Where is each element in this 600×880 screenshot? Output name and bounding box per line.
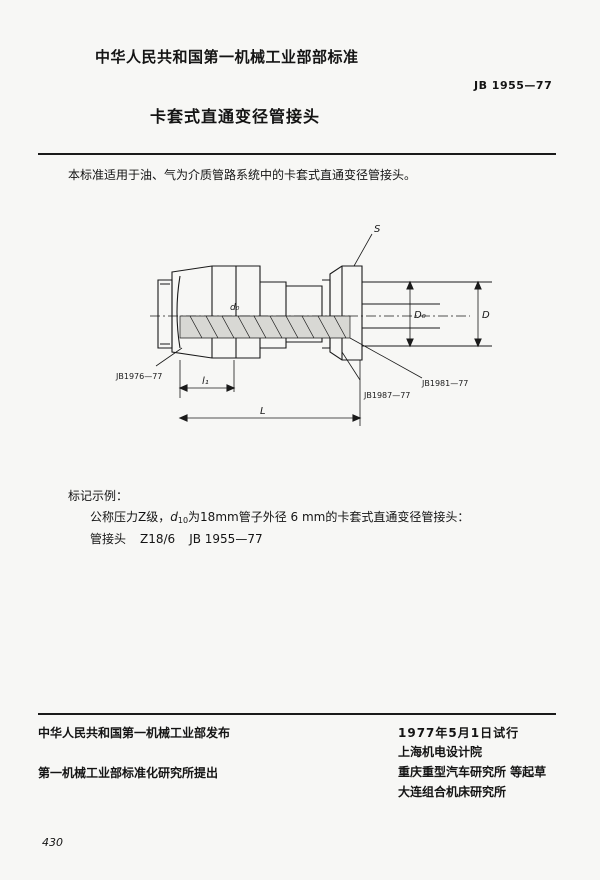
header-rule: [38, 153, 556, 155]
label-D: D: [482, 310, 490, 321]
proposer: 第一机械工业部标准化研究所提出: [38, 766, 219, 780]
drafter-1: 上海机电设计院: [398, 745, 483, 759]
example-marking: 管接头 Z18/6 JB 1955—77: [90, 530, 263, 547]
drafting-organizations: 上海机电设计院 重庆重型汽车研究所 等起草 大连组合机床研究所: [398, 742, 546, 802]
example-code-std: JB 1955—77: [189, 532, 263, 546]
document-title: 卡套式直通变径管接头: [150, 107, 321, 126]
fitting-drawing: S d₀ D₀ D l₁ L JB1976—77 JB1987—77 JB198…: [110, 220, 500, 435]
publisher: 中华人民共和国第一机械工业部发布: [38, 726, 231, 740]
standard-number: JB 1955—77: [474, 79, 553, 92]
example-prefix: 公称压力Z级，: [90, 510, 171, 524]
ref-right: JB1981—77: [421, 379, 468, 388]
example-description: 公称压力Z级，d10为18mm管子外径 6 mm的卡套式直通变径管接头：: [90, 508, 469, 525]
label-D0: D₀: [414, 310, 426, 321]
drafter-3: 大连组合机床研究所: [398, 785, 507, 799]
fitting-drawing-svg: S d₀ D₀ D l₁ L JB1976—77 JB1987—77 JB198…: [115, 224, 492, 426]
example-code-value: Z18/6: [140, 532, 176, 546]
intro-paragraph: 本标准适用于油、气为介质管路系统中的卡套式直通变径管接头。: [68, 168, 417, 182]
example-suffix: 为18mm管子外径 6 mm的卡套式直通变径管接头：: [188, 510, 470, 524]
footer-rule: [38, 713, 556, 715]
label-d0: d₀: [230, 303, 240, 313]
example-label: 标记示例：: [68, 489, 129, 503]
example-sub: 10: [177, 516, 189, 525]
drafter-2: 重庆重型汽车研究所 等起草: [398, 765, 547, 779]
ref-middle: JB1987—77: [363, 391, 410, 400]
label-L: L: [260, 406, 266, 417]
example-var: d: [170, 510, 178, 524]
label-l1: l₁: [202, 376, 209, 387]
label-s: S: [374, 224, 381, 235]
example-code-name: 管接头: [90, 532, 127, 546]
organization-title: 中华人民共和国第一机械工业部部标准: [95, 48, 359, 66]
ref-left: JB1976—77: [115, 372, 162, 381]
page-number: 430: [42, 836, 63, 849]
effective-date: 1977年5月1日试行: [398, 726, 520, 740]
